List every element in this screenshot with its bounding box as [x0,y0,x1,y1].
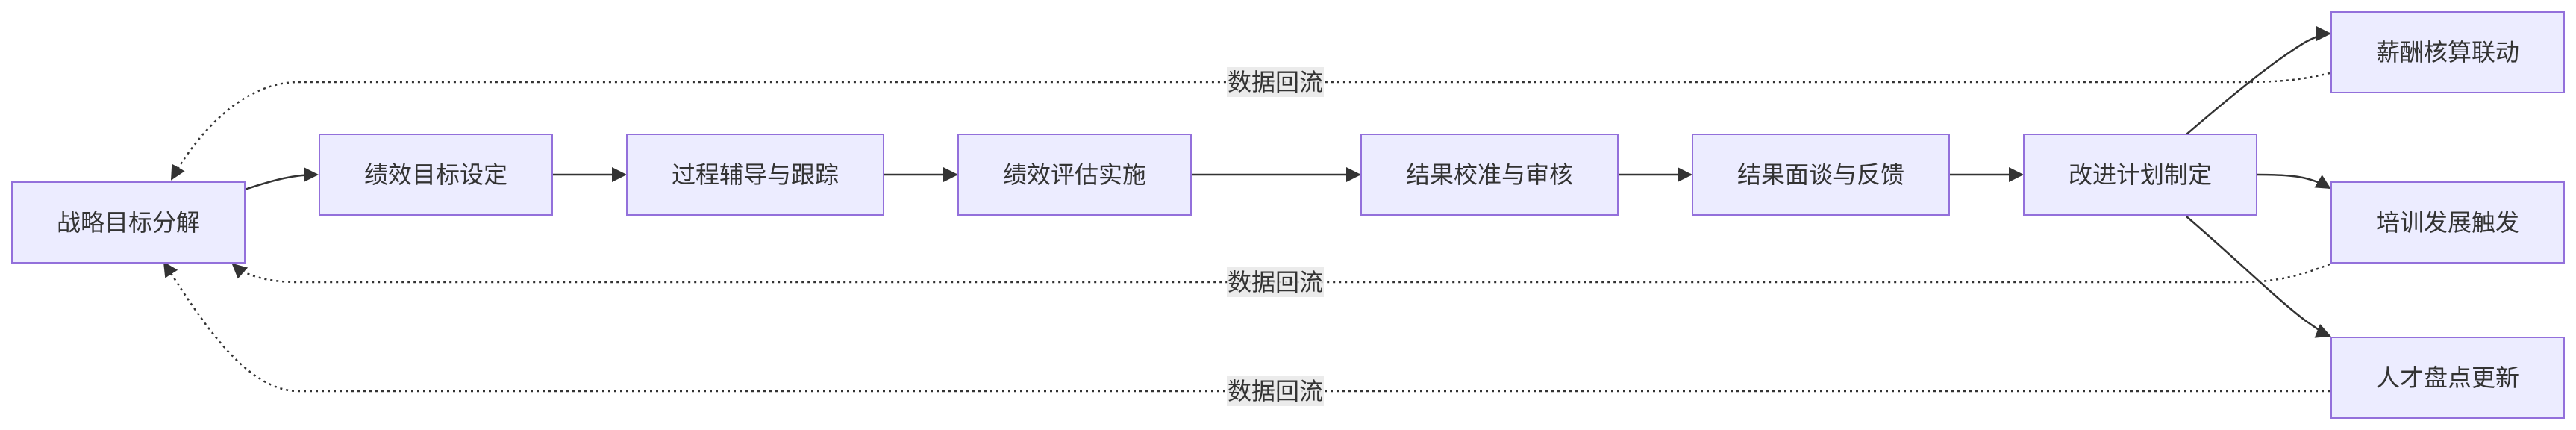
edge-talent-loop-to-strategy [163,261,2330,393]
node-compensation[interactable]: 薪酬核算联动 [2330,11,2565,93]
svg-text:绩效目标设定: 绩效目标设定 [364,161,507,189]
svg-text:结果校准与审核: 结果校准与审核 [1406,161,1573,189]
edge-label-loop-middle: 数据回流 [1227,267,1324,297]
node-calibration[interactable]: 结果校准与审核 [1360,134,1619,216]
svg-text:人才盘点更新: 人才盘点更新 [2376,364,2519,392]
node-goal-setting[interactable]: 绩效目标设定 [319,134,553,216]
node-feedback[interactable]: 结果面谈与反馈 [1692,134,1950,216]
node-improvement[interactable]: 改进计划制定 [2023,134,2257,216]
svg-text:战略目标分解: 战略目标分解 [57,208,200,237]
svg-text:薪酬核算联动: 薪酬核算联动 [2376,38,2519,66]
node-strategy[interactable]: 战略目标分解 [11,181,246,264]
edge-strategy-to-goal-setting [244,167,319,191]
node-process-tracking[interactable]: 过程辅导与跟踪 [626,134,884,216]
edge-improvement-to-compensation [2186,26,2331,135]
svg-text:结果面谈与反馈: 结果面谈与反馈 [1737,161,1904,189]
svg-text:过程辅导与跟踪: 过程辅导与跟踪 [672,161,839,189]
node-talent-review[interactable]: 人才盘点更新 [2330,337,2565,419]
svg-text:数据回流: 数据回流 [1228,377,1323,405]
svg-text:数据回流: 数据回流 [1228,68,1323,96]
edge-improvement-to-talent-review [2186,216,2331,338]
edge-label-loop-top: 数据回流 [1227,67,1324,97]
svg-text:数据回流: 数据回流 [1228,268,1323,296]
svg-text:绩效评估实施: 绩效评估实施 [1003,161,1146,189]
edge-improvement-to-training [2256,173,2331,190]
node-evaluation[interactable]: 绩效评估实施 [957,134,1192,216]
svg-text:培训发展触发: 培训发展触发 [2376,208,2519,237]
edge-label-loop-bottom: 数据回流 [1227,376,1324,406]
svg-text:改进计划制定: 改进计划制定 [2069,161,2212,189]
node-training[interactable]: 培训发展触发 [2330,181,2565,264]
edge-compensation-loop-to-strategy [170,72,2330,181]
